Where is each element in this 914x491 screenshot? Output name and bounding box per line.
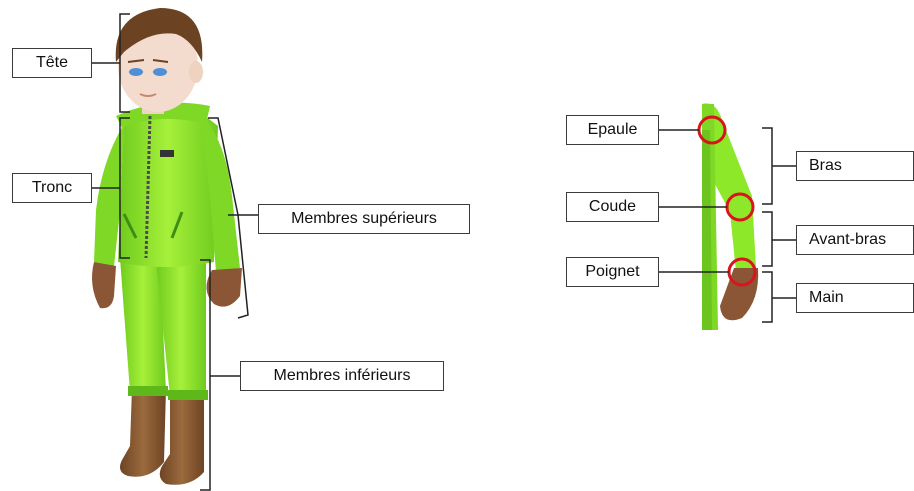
bracket-upper-limbs <box>208 117 249 319</box>
legs <box>120 258 208 400</box>
label-elbow: Coude <box>566 192 659 222</box>
bracket-forearm <box>762 211 796 267</box>
gloves <box>92 262 242 309</box>
label-shoulder: Epaule <box>566 115 659 145</box>
label-upper-limbs: Membres supérieurs <box>258 204 470 234</box>
arms <box>94 112 240 272</box>
bracket-lower-limbs <box>200 259 222 491</box>
bracket-trunk <box>110 117 130 259</box>
label-lower-limbs: Membres inférieurs <box>240 361 444 391</box>
label-hand: Main <box>796 283 914 313</box>
right-leaders <box>659 127 796 323</box>
bracket-arm <box>762 127 796 205</box>
label-head: Tête <box>12 48 92 78</box>
jacket <box>116 102 218 267</box>
label-arm: Bras <box>796 151 914 181</box>
head <box>115 8 203 114</box>
bracket-hand <box>762 271 796 323</box>
arm-detail <box>702 103 759 330</box>
left-brackets <box>92 13 258 491</box>
label-wrist: Poignet <box>566 257 659 287</box>
label-trunk: Tronc <box>12 173 92 203</box>
label-forearm: Avant-bras <box>796 225 914 255</box>
bracket-head <box>110 13 130 113</box>
boots <box>120 388 204 485</box>
avatar-figure <box>92 8 242 485</box>
